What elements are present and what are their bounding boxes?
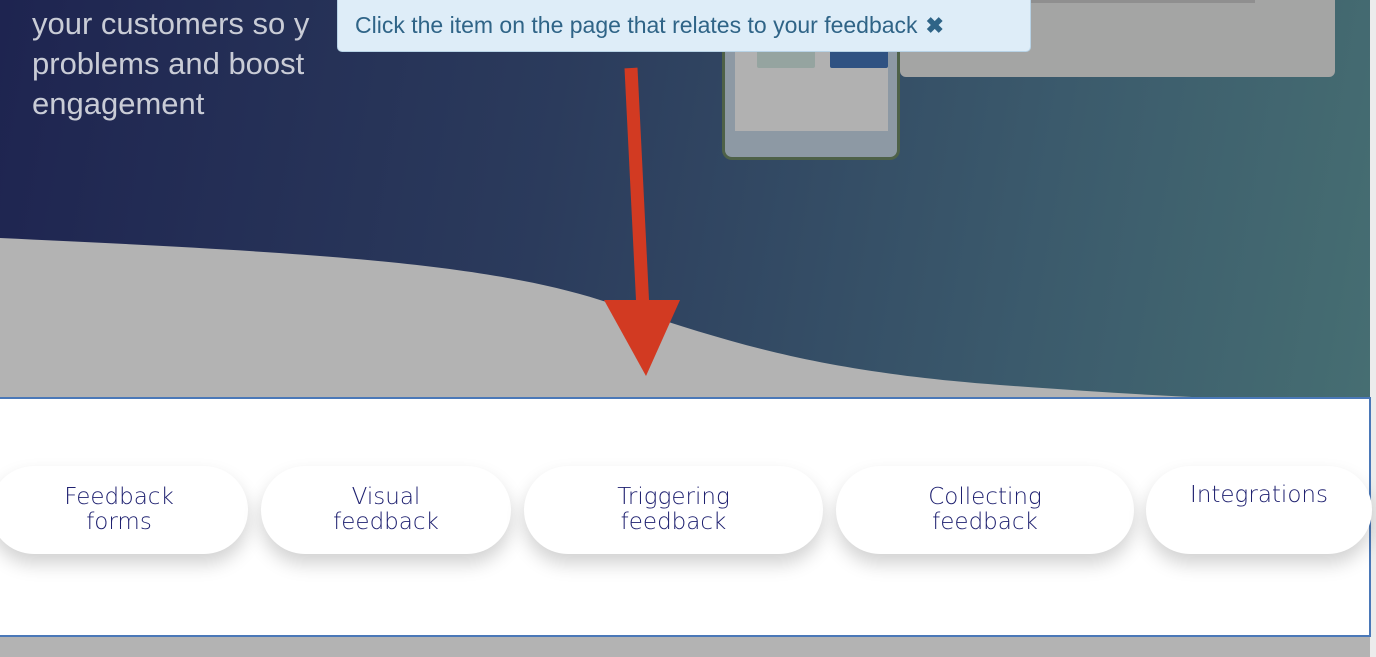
scrollbar-edge: [1370, 0, 1376, 657]
arrow-icon: [604, 67, 680, 376]
tooltip-message: Click the item on the page that relates …: [355, 12, 918, 38]
wave-shape: [0, 238, 1376, 410]
hero-illustration-bar: [1000, 0, 1255, 3]
hero-text: your customers so y problems and boost e…: [32, 6, 310, 121]
close-icon[interactable]: ✖: [925, 12, 944, 38]
tab-integrations[interactable]: Integrations: [1146, 466, 1372, 554]
feedback-instruction-tooltip: Click the item on the page that relates …: [337, 0, 1031, 52]
wave-overlay: [0, 67, 1376, 410]
